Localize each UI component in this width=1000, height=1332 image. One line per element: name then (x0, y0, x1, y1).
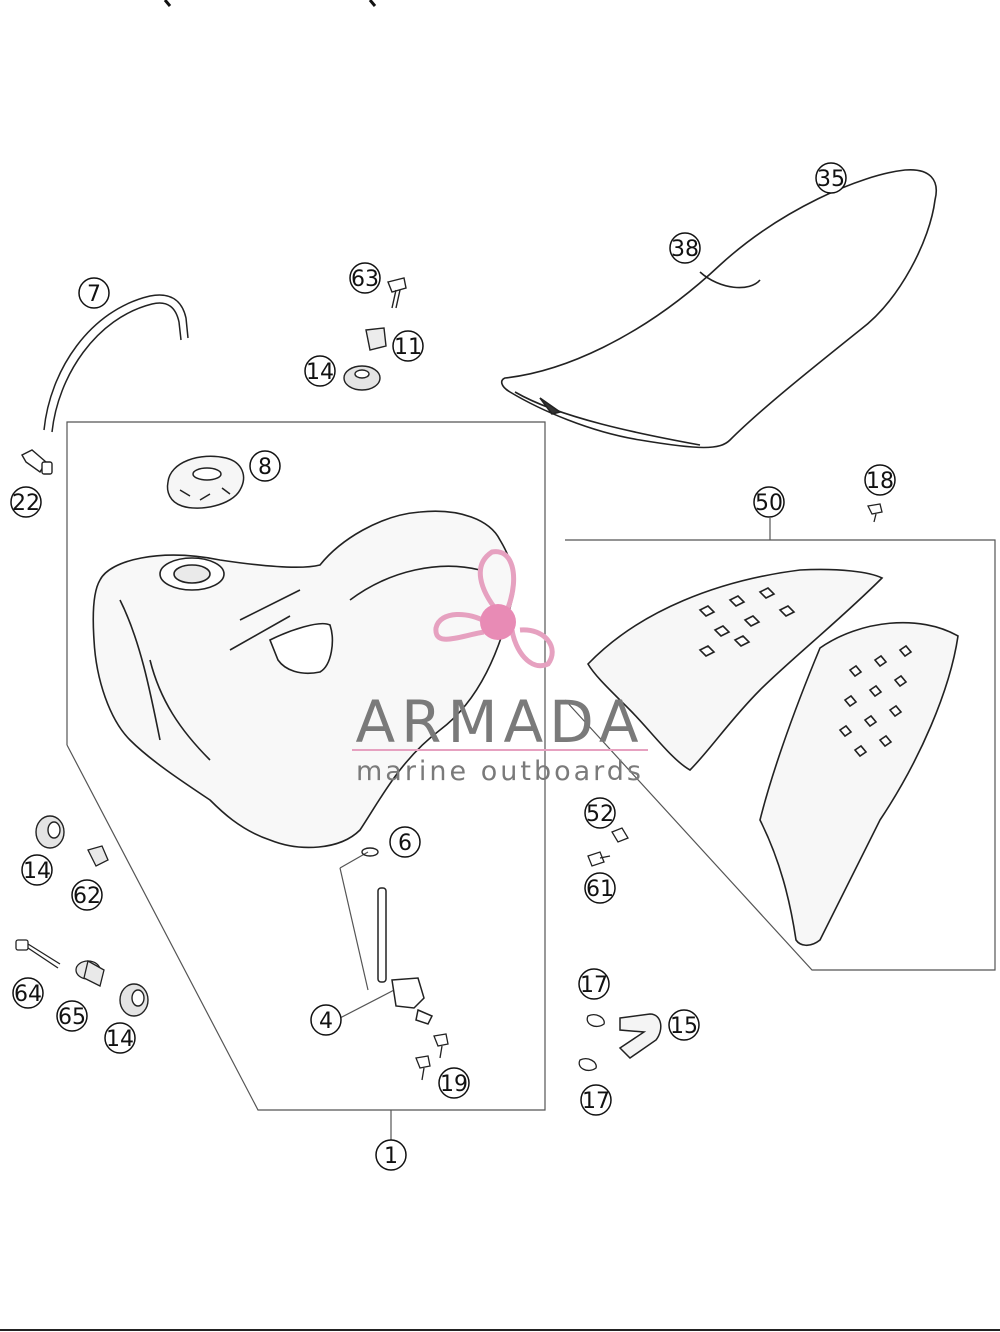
leader-lines (66, 421, 996, 1140)
propeller-logo-icon (433, 549, 555, 669)
callout-label: 7 (87, 282, 101, 307)
callout-label: 52 (586, 802, 614, 827)
cropped-header-marks (163, 0, 377, 7)
callout-50: 50 (753, 486, 785, 518)
part-bushing-11 (365, 327, 387, 351)
callout-6: 6 (389, 826, 421, 858)
callout-label: 8 (258, 455, 272, 480)
part-spacer-65 (75, 960, 105, 987)
callout-label: 65 (58, 1005, 86, 1030)
callout-label: 14 (23, 859, 51, 884)
part-fuel-tank-1 (92, 510, 516, 849)
watermark-brand: ARMADA (355, 688, 644, 756)
callout-label: 18 (866, 469, 894, 494)
callout-4: 4 (310, 1004, 342, 1036)
callout-label: 63 (351, 267, 379, 292)
callout-14-left: 14 (21, 854, 53, 886)
callout-15: 15 (668, 1009, 700, 1041)
callout-52: 52 (584, 797, 616, 829)
callouts: 1 4 6 7 8 11 14 14 14 15 17 17 18 19 22 … (10, 162, 896, 1171)
part-bolt-63 (387, 277, 407, 309)
callout-63: 63 (349, 262, 381, 294)
callout-label: 19 (440, 1072, 468, 1097)
callout-label: 35 (817, 167, 845, 192)
callout-38: 38 (669, 232, 701, 264)
callout-label: 15 (670, 1014, 698, 1039)
callout-1: 1 (375, 1139, 407, 1171)
callout-11: 11 (392, 330, 424, 362)
callout-8: 8 (249, 450, 281, 482)
propeller-hub (480, 604, 516, 640)
callout-18: 18 (864, 464, 896, 496)
callout-label: 4 (319, 1009, 333, 1034)
callout-label: 61 (586, 877, 614, 902)
callout-label: 17 (580, 973, 608, 998)
watermark-tagline: marine outboards (356, 756, 644, 787)
watermark: ARMADA marine outboards (352, 549, 648, 787)
part-hose-15 (618, 1013, 662, 1059)
part-clamps-17 (578, 1014, 605, 1072)
part-fuel-tap-4 (377, 887, 434, 1025)
part-screw-61 (587, 851, 611, 867)
part-grommet-14-bottom (119, 983, 149, 1017)
callout-label: 62 (73, 884, 101, 909)
callout-14-top: 14 (304, 355, 336, 387)
callout-19: 19 (438, 1067, 470, 1099)
callout-label: 14 (306, 360, 334, 385)
part-bolt-64 (15, 939, 61, 969)
callout-label: 38 (671, 237, 699, 262)
callout-14-bottom: 14 (104, 1022, 136, 1054)
part-fuel-cap-8 (166, 455, 245, 509)
part-screw-18 (867, 503, 883, 523)
part-washer-52 (611, 827, 629, 843)
callout-61: 61 (584, 872, 616, 904)
part-bushing-62 (87, 845, 109, 867)
callout-label: 17 (582, 1089, 610, 1114)
callout-label: 64 (14, 982, 42, 1007)
callout-label: 22 (12, 491, 40, 516)
callout-label: 14 (106, 1027, 134, 1052)
callout-17-bottom: 17 (580, 1084, 612, 1116)
callout-35: 35 (815, 162, 847, 194)
part-o-ring-6 (361, 847, 379, 857)
callout-64: 64 (12, 977, 44, 1009)
part-seat-35 (500, 169, 937, 449)
callout-65: 65 (56, 1000, 88, 1032)
part-breather-hose-7 (43, 294, 189, 433)
callout-label: 50 (755, 491, 783, 516)
part-shroud-left-50 (587, 568, 884, 771)
part-grommet-14-top (343, 365, 381, 391)
part-fitting-22 (21, 449, 53, 475)
part-screws-19 (415, 1033, 449, 1081)
callout-62: 62 (71, 879, 103, 911)
callout-7: 7 (78, 277, 110, 309)
callout-17-top: 17 (578, 968, 610, 1000)
callout-label: 1 (384, 1144, 398, 1169)
callout-label: 11 (394, 335, 422, 360)
part-grommet-14-left (35, 815, 65, 849)
callout-22: 22 (10, 486, 42, 518)
callout-label: 6 (398, 831, 412, 856)
part-shroud-right-50 (759, 621, 959, 947)
